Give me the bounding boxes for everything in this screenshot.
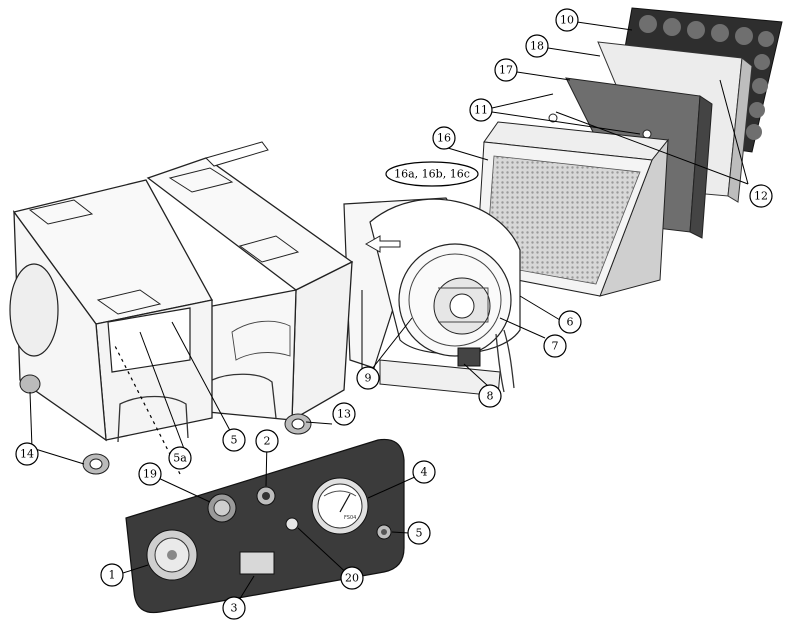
- callout-9: 9: [356, 366, 380, 390]
- callout-4: 4: [412, 460, 436, 484]
- callout-19-label: 19: [143, 468, 157, 481]
- control-panel: FS04: [125, 438, 405, 614]
- gauge-scale-text: FS04: [344, 515, 356, 521]
- callout-16-sub: 16a, 16b, 16c: [385, 161, 479, 187]
- callout-5-housing: 5: [222, 428, 246, 452]
- front-housing: [9, 179, 213, 475]
- callout-17: 17: [494, 58, 518, 82]
- callout-12-label: 12: [754, 190, 768, 203]
- callout-20: 20: [340, 566, 364, 590]
- callout-12: 12: [749, 184, 773, 208]
- callout-13-label: 13: [337, 408, 351, 421]
- callout-16: 16: [432, 126, 456, 150]
- callout-18-label: 18: [530, 40, 544, 53]
- callout-6-label: 6: [567, 316, 574, 329]
- callout-13: 13: [332, 402, 356, 426]
- callout-14: 14: [15, 442, 39, 466]
- rear-housing: [146, 141, 354, 435]
- callout-1-label: 1: [109, 569, 116, 582]
- callout-4-label: 4: [421, 466, 428, 479]
- callout-10: 10: [555, 8, 579, 32]
- callout-1: 1: [100, 563, 124, 587]
- callout-6: 6: [558, 310, 582, 334]
- callout-19: 19: [138, 462, 162, 486]
- callout-8: 8: [478, 384, 502, 408]
- callout-18: 18: [525, 34, 549, 58]
- callout-9-label: 9: [365, 372, 372, 385]
- callout-10-label: 10: [560, 14, 574, 27]
- callout-7: 7: [543, 334, 567, 358]
- callout-5-panel-label: 5: [416, 527, 423, 540]
- callout-8-label: 8: [487, 390, 494, 403]
- callout-17-label: 17: [499, 64, 513, 77]
- callout-16-label: 16: [437, 132, 451, 145]
- callout-16-sub-label: 16a, 16b, 16c: [394, 168, 470, 181]
- callout-2-label: 2: [264, 435, 271, 448]
- callout-3: 3: [222, 596, 246, 620]
- blower-assembly: [343, 197, 521, 397]
- callout-7-label: 7: [552, 340, 559, 353]
- callout-5-panel: 5: [407, 521, 431, 545]
- callout-3-label: 3: [231, 602, 238, 615]
- callout-5a: 5a: [168, 446, 192, 470]
- callout-5a-label: 5a: [173, 452, 187, 465]
- callout-2: 2: [255, 429, 279, 453]
- callout-11: 11: [469, 98, 493, 122]
- callout-5-housing-label: 5: [231, 434, 238, 447]
- callout-14-label: 14: [20, 448, 34, 461]
- callout-20-label: 20: [345, 572, 359, 585]
- callout-11-label: 11: [474, 104, 488, 117]
